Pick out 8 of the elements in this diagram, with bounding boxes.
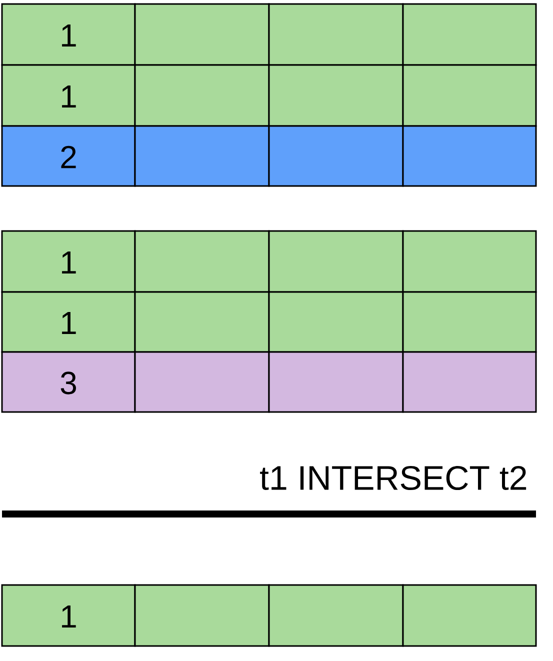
table-cell: 2 <box>1 125 136 187</box>
table-cell: 1 <box>1 291 136 353</box>
heading: t1 INTERSECT t2 <box>260 466 526 490</box>
table-cell: 1 <box>1 3 136 66</box>
table-cell: 1 <box>1 584 136 647</box>
table-cell: 3 <box>1 351 136 413</box>
table-cell: 1 <box>1 230 136 293</box>
table-cell: 1 <box>1 64 136 127</box>
